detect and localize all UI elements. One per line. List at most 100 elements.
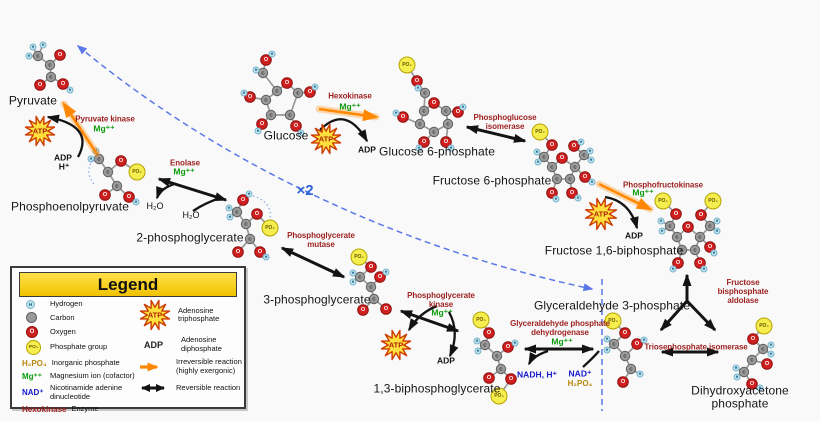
gapdh-nad-arrow	[582, 350, 600, 368]
svg-text:H: H	[639, 372, 642, 376]
enzyme-enolase: Enolase	[170, 158, 200, 168]
svg-text:O: O	[550, 142, 555, 148]
pgk-reversible-arrow	[399, 309, 460, 333]
h-atom	[29, 43, 37, 51]
o-atom	[380, 303, 392, 315]
label-fructose-16-biphosphate: Fructose 1,6-biphosphate	[544, 243, 684, 258]
p-atom	[654, 192, 672, 210]
svg-text:O: O	[560, 155, 565, 161]
o-atom	[34, 79, 46, 91]
h-atom	[700, 265, 708, 273]
cofactor-adp-pgk: ADP	[437, 355, 455, 366]
aldolase-left-arrow	[659, 299, 689, 332]
c-atom	[619, 350, 631, 362]
cofactor-mg-gapdh: Mg⁺⁺	[551, 336, 573, 347]
svg-text:C: C	[668, 224, 672, 229]
svg-text:H: H	[606, 337, 609, 341]
svg-text:PO₃: PO₃	[759, 323, 769, 329]
c-atom	[368, 293, 380, 305]
svg-text:PO₃: PO₃	[708, 198, 718, 204]
svg-text:H: H	[69, 88, 72, 92]
cofactor-adp-hexokinase: ADP	[358, 144, 376, 155]
c-atom	[738, 366, 750, 378]
h-atom	[603, 346, 611, 354]
c-atom	[746, 354, 758, 366]
p-atom	[704, 192, 722, 210]
hexokinase-irreversible-arrow	[318, 107, 379, 122]
label-glucose-6-phosphate: Glucose 6-phosphate	[379, 144, 495, 159]
c-atom	[479, 339, 491, 351]
legend-label-carbon: Carbon	[50, 312, 75, 322]
legend-title: Legend	[19, 272, 237, 297]
enzyme-phosphoglycerate-mutase: Phosphoglycerate mutase	[287, 230, 355, 249]
atp-star-icon: ATP	[139, 299, 171, 331]
svg-text:O: O	[384, 306, 389, 312]
svg-text:O: O	[456, 109, 461, 115]
svg-text:O: O	[676, 260, 681, 266]
c-atom	[757, 343, 769, 355]
o-atom	[505, 373, 517, 385]
pk-adp-atp-arrow	[46, 114, 84, 158]
legend-row-hydrogen: H Hydrogen	[22, 299, 135, 310]
svg-text:O: O	[686, 224, 691, 230]
o-atom	[695, 209, 707, 221]
o-atom	[682, 221, 694, 233]
svg-text:O: O	[308, 89, 313, 95]
svg-text:C: C	[495, 354, 499, 359]
svg-text:PO₃: PO₃	[476, 317, 486, 323]
legend-row-adp: ADP Adenosine diphosphate	[144, 335, 222, 353]
cofactor-mg-pk: Mg⁺⁺	[93, 123, 115, 134]
label-fructose-6-phosphate: Fructose 6-phosphate	[432, 173, 552, 188]
svg-text:ATP: ATP	[319, 135, 333, 144]
h-atom	[669, 265, 677, 273]
svg-text:O: O	[285, 80, 290, 86]
enzyme-phosphoglycerate-kinase: Phosphoglycerate kinase	[407, 290, 475, 309]
label-3-phosphoglycerate: 3-phosphoglycerate	[263, 292, 371, 307]
svg-text:C: C	[483, 343, 487, 348]
nad-symbol: NAD⁺	[22, 388, 44, 398]
o-atom	[670, 208, 682, 220]
adp-symbol: ADP	[144, 339, 164, 350]
svg-text:C: C	[629, 367, 633, 372]
svg-text:ATP: ATP	[594, 210, 608, 219]
o-atom	[619, 327, 631, 339]
svg-text:C: C	[742, 370, 746, 375]
svg-text:O: O	[255, 211, 260, 217]
svg-text:O: O	[572, 143, 577, 149]
pfk-irreversible-arrow	[598, 182, 653, 211]
c-atom	[689, 244, 701, 256]
enzyme-hexokinase: Hexokinase	[328, 91, 372, 101]
h-atom	[767, 350, 775, 358]
svg-text:C: C	[49, 75, 53, 80]
enzyme-aldolase: Fructose bisphosphate aldolase	[717, 278, 769, 306]
h-atom	[636, 370, 644, 378]
gapdh-nadh-arrow	[527, 349, 549, 366]
h-atom	[767, 341, 775, 349]
cofactor-adp-pfk: ADP	[625, 230, 643, 241]
svg-text:O: O	[241, 197, 246, 203]
cofactor-adp-pk: ADP	[54, 152, 72, 163]
svg-text:H: H	[770, 352, 773, 356]
legend-row-inorganic-phosphate: H₂PO₄ Inorganic phosphate	[22, 357, 120, 368]
svg-text:C: C	[48, 63, 52, 68]
svg-text:ATP: ATP	[148, 311, 162, 320]
svg-text:O: O	[248, 94, 253, 100]
c-atom	[608, 338, 620, 350]
svg-text:O: O	[119, 158, 124, 164]
svg-text:C: C	[693, 248, 697, 253]
cofactor-h2o-1: H₂O	[146, 201, 164, 212]
hk-atp-adp-arrow	[319, 118, 368, 143]
o-atom	[747, 333, 759, 345]
pgi-reversible-arrow	[465, 125, 527, 143]
svg-text:O: O	[708, 244, 713, 250]
svg-text:O: O	[583, 174, 588, 180]
svg-text:H: H	[514, 341, 517, 345]
c-atom	[694, 231, 706, 243]
aldolase-right-arrow	[685, 299, 717, 332]
